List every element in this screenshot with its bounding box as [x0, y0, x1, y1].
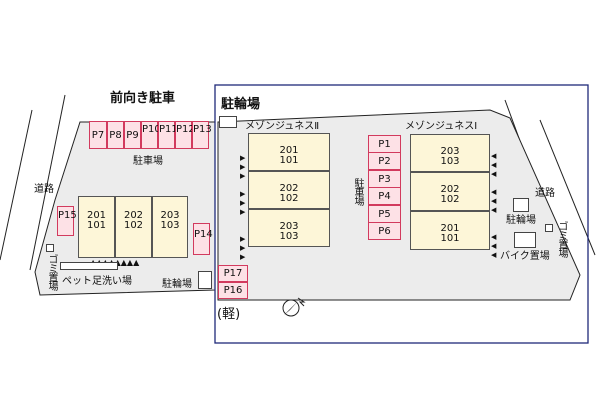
building-1-title: メゾンジュネスⅠ	[405, 121, 478, 132]
unit-lower: 101	[440, 233, 460, 244]
unit-lower: 101	[86, 220, 107, 231]
unit-upper: 203	[279, 221, 299, 232]
bike-area-box	[514, 232, 536, 248]
bike-area-label: バイク置場	[500, 251, 550, 262]
parking-space: P9	[124, 121, 141, 149]
parking-space: P11	[158, 121, 178, 149]
unit-block: 201 101	[248, 133, 330, 171]
parking-space: P13	[192, 121, 212, 149]
unit-block: 202 102	[248, 171, 330, 209]
unit-lower: 102	[279, 193, 299, 204]
parking-space: P12	[175, 121, 195, 149]
parking-space: P5	[368, 205, 401, 223]
road-left-label: 道路	[34, 184, 54, 195]
parking-center-label: 駐車場	[352, 178, 363, 205]
property-frame	[214, 84, 589, 344]
unit-upper: 202	[123, 210, 144, 221]
front-parking-label: 前向き駐車	[110, 91, 176, 106]
unit-lower: 102	[123, 220, 144, 231]
parking-space: P2	[368, 152, 401, 170]
unit-upper: 203	[440, 146, 460, 157]
parking-space: P14	[193, 223, 213, 255]
pet-wash-label: ペット足洗い場	[62, 276, 132, 287]
parking-space: P15	[57, 206, 77, 236]
road-right-label: 道路	[535, 188, 555, 199]
bicycle-top-box	[219, 116, 237, 128]
unit-block: 203 103	[248, 209, 330, 247]
parking-center-column: P1 P2 P3 P4 P5 P6	[368, 135, 401, 240]
kei-label: (軽)	[217, 307, 241, 322]
unit-block: 201 101	[410, 211, 490, 250]
bicycle-left-box	[198, 271, 212, 289]
unit-block: 201 101	[78, 196, 115, 258]
building-2-title: メゾンジュネスⅡ	[245, 121, 320, 132]
bicycle-right-label: 駐輪場	[506, 215, 536, 226]
garbage-left-label: ゴミ置場	[46, 254, 57, 290]
unit-block: 202 102	[410, 172, 490, 211]
unit-upper: 203	[160, 210, 180, 221]
garbage-right-box	[545, 224, 553, 232]
bicycle-left-label: 駐輪場	[162, 279, 192, 290]
parking-space: P4	[368, 187, 401, 205]
unit-upper: 201	[86, 210, 107, 221]
bicycle-right-box	[513, 198, 529, 212]
parking-space-kei: P16	[218, 282, 248, 299]
unit-lower: 103	[160, 220, 180, 231]
unit-lower: 103	[279, 231, 299, 242]
left-building: 201 101 202 102 203 103	[78, 196, 188, 258]
building-1: 203 103 202 102 201 101	[410, 134, 490, 250]
pet-wash-box	[60, 262, 118, 270]
bicycle-top-label: 駐輪場	[221, 97, 261, 112]
unit-block: 203 103	[152, 196, 188, 258]
parking-space: P1	[368, 135, 401, 153]
entrance-arrows: ◀◀◀◀◀◀◀◀◀	[491, 152, 497, 259]
building-2: 201 101 202 102 203 103	[248, 133, 330, 247]
parking-space: P3	[368, 170, 401, 188]
unit-upper: 202	[279, 183, 299, 194]
parking-space: P6	[368, 222, 401, 240]
compass-icon	[282, 297, 306, 317]
entrance-arrows: ▶▶▶▶▶▶▶▶▶	[240, 154, 246, 261]
unit-upper: 202	[440, 184, 460, 195]
unit-block: 203 103	[410, 134, 490, 172]
unit-lower: 101	[279, 155, 299, 166]
unit-upper: 201	[440, 223, 460, 234]
unit-lower: 103	[440, 156, 460, 167]
unit-lower: 102	[440, 194, 460, 205]
parking-space-kei: P17	[218, 265, 248, 282]
unit-block: 202 102	[115, 196, 152, 258]
parking-space: P7	[89, 121, 107, 149]
unit-upper: 201	[279, 145, 299, 156]
parking-space: P8	[107, 121, 124, 149]
garbage-left-box	[46, 244, 54, 252]
garbage-right-label: ゴミ置場	[556, 221, 567, 257]
parking-space: P10	[141, 121, 161, 149]
parking-left-label: 駐車場	[133, 156, 163, 167]
